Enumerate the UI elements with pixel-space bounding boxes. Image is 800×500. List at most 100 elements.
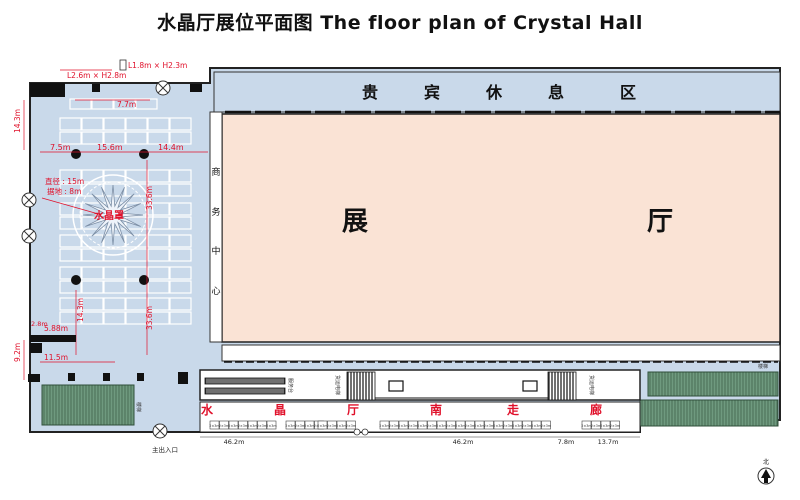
booth[interactable] <box>125 311 148 325</box>
corridor-booth-box[interactable] <box>512 420 523 430</box>
corridor-booth-box[interactable] <box>610 420 620 430</box>
booth[interactable] <box>103 183 126 197</box>
booth[interactable] <box>125 131 148 145</box>
corridor-booth[interactable]: 2×3m <box>446 420 456 430</box>
booth[interactable] <box>125 117 148 131</box>
booth[interactable] <box>81 280 104 294</box>
corridor-booth-box[interactable] <box>522 420 532 430</box>
corridor-booth[interactable]: 2×3m <box>219 420 229 430</box>
corridor-booth[interactable]: 2×3m <box>591 420 601 430</box>
corridor-booth-box[interactable] <box>389 420 399 430</box>
corridor-booth[interactable]: 2×3m <box>531 420 542 430</box>
booth[interactable] <box>147 280 170 294</box>
corridor-booth[interactable]: 2×3m <box>484 420 494 430</box>
corridor-booth-box[interactable] <box>484 420 494 430</box>
corridor-booth[interactable]: 2×3m <box>427 420 437 430</box>
booth[interactable] <box>169 216 192 230</box>
corridor-booth[interactable]: 2×3m <box>346 420 356 430</box>
corridor-booth[interactable]: 2×3m <box>336 420 347 430</box>
corridor-booth[interactable]: 2×3m <box>266 420 277 430</box>
corridor-booth[interactable]: 2×3m <box>522 420 532 430</box>
corridor-booth[interactable]: 2×3m <box>257 420 267 430</box>
booth[interactable] <box>103 117 126 131</box>
corridor-booth-box[interactable] <box>503 420 513 430</box>
corridor-booth[interactable]: 2×3m <box>503 420 513 430</box>
corridor-booth-box[interactable] <box>465 420 475 430</box>
corridor-booth[interactable]: 2×3m <box>389 420 399 430</box>
booth[interactable] <box>147 234 170 248</box>
corridor-booth-box[interactable] <box>436 420 447 430</box>
corridor-booth[interactable]: 2×3m <box>247 420 258 430</box>
booth[interactable] <box>59 202 82 216</box>
corridor-booth-box[interactable] <box>427 420 437 430</box>
corridor-booth-box[interactable] <box>408 420 418 430</box>
corridor-booth-box[interactable] <box>209 420 220 430</box>
booth[interactable] <box>81 311 104 325</box>
booth[interactable] <box>169 248 192 262</box>
corridor-booth[interactable]: 2×3m <box>295 420 305 430</box>
corridor-booth[interactable]: 2×3m <box>493 420 504 430</box>
corridor-booth-box[interactable] <box>398 420 409 430</box>
corridor-booth[interactable]: 2×3m <box>317 420 328 430</box>
booth[interactable] <box>169 117 192 131</box>
booth[interactable] <box>103 234 126 248</box>
corridor-booth[interactable]: 2×3m <box>581 420 592 430</box>
booth[interactable] <box>169 297 192 311</box>
corridor-booth[interactable]: 2×3m <box>228 420 239 430</box>
corridor-booth[interactable]: 2×3m <box>600 420 611 430</box>
booth[interactable] <box>59 248 82 262</box>
booth[interactable] <box>113 98 136 110</box>
booth[interactable] <box>169 202 192 216</box>
corridor-booth-box[interactable] <box>531 420 542 430</box>
corridor-booth[interactable]: 2×3m <box>455 420 466 430</box>
booth[interactable] <box>59 216 82 230</box>
booth[interactable] <box>169 183 192 197</box>
corridor-booth-box[interactable] <box>317 420 328 430</box>
corridor-booth-box[interactable] <box>336 420 347 430</box>
corridor-booth-box[interactable] <box>346 420 356 430</box>
booth[interactable] <box>81 117 104 131</box>
corridor-booth[interactable]: 2×3m <box>398 420 409 430</box>
corridor-booth-box[interactable] <box>257 420 267 430</box>
corridor-booth-box[interactable] <box>247 420 258 430</box>
booth[interactable] <box>147 297 170 311</box>
corridor-booth-box[interactable] <box>493 420 504 430</box>
booth[interactable] <box>169 234 192 248</box>
booth[interactable] <box>103 280 126 294</box>
booth[interactable] <box>81 266 104 280</box>
corridor-booth[interactable]: 2×3m <box>465 420 475 430</box>
booth[interactable] <box>147 169 170 183</box>
booth[interactable] <box>135 98 158 110</box>
corridor-booth-box[interactable] <box>219 420 229 430</box>
corridor-booth-box[interactable] <box>327 420 337 430</box>
corridor-booth[interactable]: 2×3m <box>304 420 315 430</box>
booth[interactable] <box>169 266 192 280</box>
booth[interactable] <box>103 297 126 311</box>
corridor-booth-box[interactable] <box>474 420 485 430</box>
booth[interactable] <box>169 280 192 294</box>
booth[interactable] <box>81 248 104 262</box>
booth[interactable] <box>103 266 126 280</box>
booth[interactable] <box>125 169 148 183</box>
booth[interactable] <box>147 183 170 197</box>
corridor-booth[interactable]: 2×3m <box>327 420 337 430</box>
booth[interactable] <box>147 311 170 325</box>
corridor-booth-box[interactable] <box>446 420 456 430</box>
corridor-booth-box[interactable] <box>266 420 277 430</box>
corridor-booth-box[interactable] <box>304 420 315 430</box>
corridor-booth[interactable]: 2×3m <box>512 420 523 430</box>
corridor-booth[interactable]: 2×3m <box>238 420 248 430</box>
booth[interactable] <box>169 131 192 145</box>
booth[interactable] <box>169 311 192 325</box>
booth[interactable] <box>103 131 126 145</box>
corridor-booth-box[interactable] <box>238 420 248 430</box>
booth[interactable] <box>125 297 148 311</box>
corridor-booth-box[interactable] <box>591 420 601 430</box>
corridor-booth[interactable]: 2×3m <box>408 420 418 430</box>
corridor-booth[interactable]: 2×3m <box>474 420 485 430</box>
booth[interactable] <box>147 266 170 280</box>
corridor-booth-box[interactable] <box>228 420 239 430</box>
booth[interactable] <box>147 248 170 262</box>
corridor-booth[interactable]: 2×3m <box>436 420 447 430</box>
corridor-booth[interactable]: 2×3m <box>379 420 390 430</box>
